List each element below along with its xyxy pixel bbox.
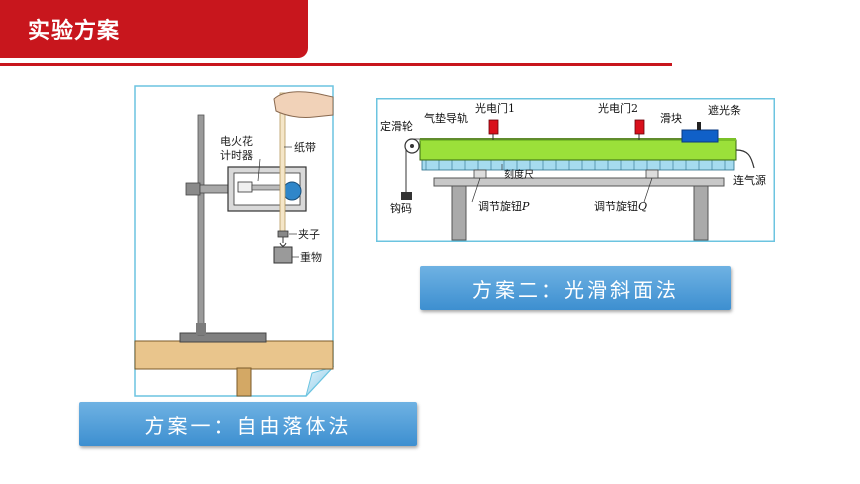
label-timer-2: 计时器 bbox=[220, 149, 253, 162]
heavy-weight bbox=[273, 246, 293, 264]
label-gate2: 光电门2 bbox=[598, 101, 638, 115]
ruler-ticks bbox=[425, 160, 726, 170]
knob-p bbox=[473, 169, 487, 179]
leader-knob-p bbox=[471, 177, 481, 203]
rail-top-edge bbox=[420, 138, 736, 141]
air-hose bbox=[735, 149, 755, 169]
title-banner: 实验方案 bbox=[0, 0, 308, 58]
hook bbox=[279, 237, 287, 247]
label-pulley: 定滑轮 bbox=[380, 119, 413, 133]
label-knob-p: 调节旋钮P bbox=[478, 199, 530, 213]
knob-q bbox=[645, 169, 659, 179]
label-shade: 遮光条 bbox=[708, 103, 741, 117]
air-track-diagram: 定滑轮 气垫导轨 光电门1 光电门2 滑块 遮光条 连气源 刻度尺 钩码 调节旋… bbox=[376, 98, 775, 242]
ruler bbox=[421, 159, 735, 171]
hand-illustration bbox=[273, 91, 334, 118]
pulley-axle bbox=[410, 144, 414, 148]
shade-strip bbox=[697, 122, 701, 130]
label-timer-1: 电火花 bbox=[220, 135, 253, 148]
title-underline bbox=[0, 63, 672, 66]
page-curl bbox=[305, 366, 334, 397]
page-title: 实验方案 bbox=[28, 18, 121, 44]
table-leg bbox=[236, 367, 252, 397]
photogate-1 bbox=[488, 119, 499, 135]
table-top bbox=[134, 340, 334, 370]
rod-foot bbox=[196, 323, 206, 335]
label-hook: 钩码 bbox=[390, 201, 412, 215]
clamp-knob bbox=[185, 182, 201, 196]
timer-disc bbox=[282, 181, 302, 201]
slider-block bbox=[681, 129, 719, 143]
hook-weight bbox=[401, 192, 412, 200]
label-knob-q: 调节旋钮Q bbox=[594, 199, 647, 213]
timer-rail bbox=[251, 184, 283, 191]
label-clip: 夹子 bbox=[298, 228, 320, 241]
clip bbox=[277, 230, 289, 238]
timer-plug bbox=[237, 181, 253, 193]
caption-scheme-1: 方案一：自由落体法 bbox=[79, 402, 417, 446]
label-track: 气垫导轨 bbox=[424, 111, 468, 125]
label-slider: 滑块 bbox=[660, 112, 682, 125]
label-gate1: 光电门1 bbox=[475, 101, 515, 115]
label-tape: 纸带 bbox=[294, 141, 316, 154]
caption-scheme-2: 方案二：光滑斜面法 bbox=[420, 266, 731, 310]
free-fall-diagram: 电火花 计时器 纸带 夹子 重物 bbox=[134, 85, 334, 397]
bench-top bbox=[433, 177, 725, 187]
leader-knob-q bbox=[643, 177, 653, 203]
label-ruler: 刻度尺 bbox=[504, 168, 534, 181]
label-weight: 重物 bbox=[300, 250, 322, 264]
bench-leg-right bbox=[693, 185, 709, 241]
label-air: 连气源 bbox=[733, 173, 766, 187]
stand-rod bbox=[197, 114, 205, 336]
photogate-2 bbox=[634, 119, 645, 135]
leader-timer bbox=[257, 158, 261, 182]
air-track-rail bbox=[419, 139, 737, 161]
clamp-arm bbox=[199, 184, 231, 194]
stand-base bbox=[179, 332, 267, 343]
bench-leg-left bbox=[451, 185, 467, 241]
